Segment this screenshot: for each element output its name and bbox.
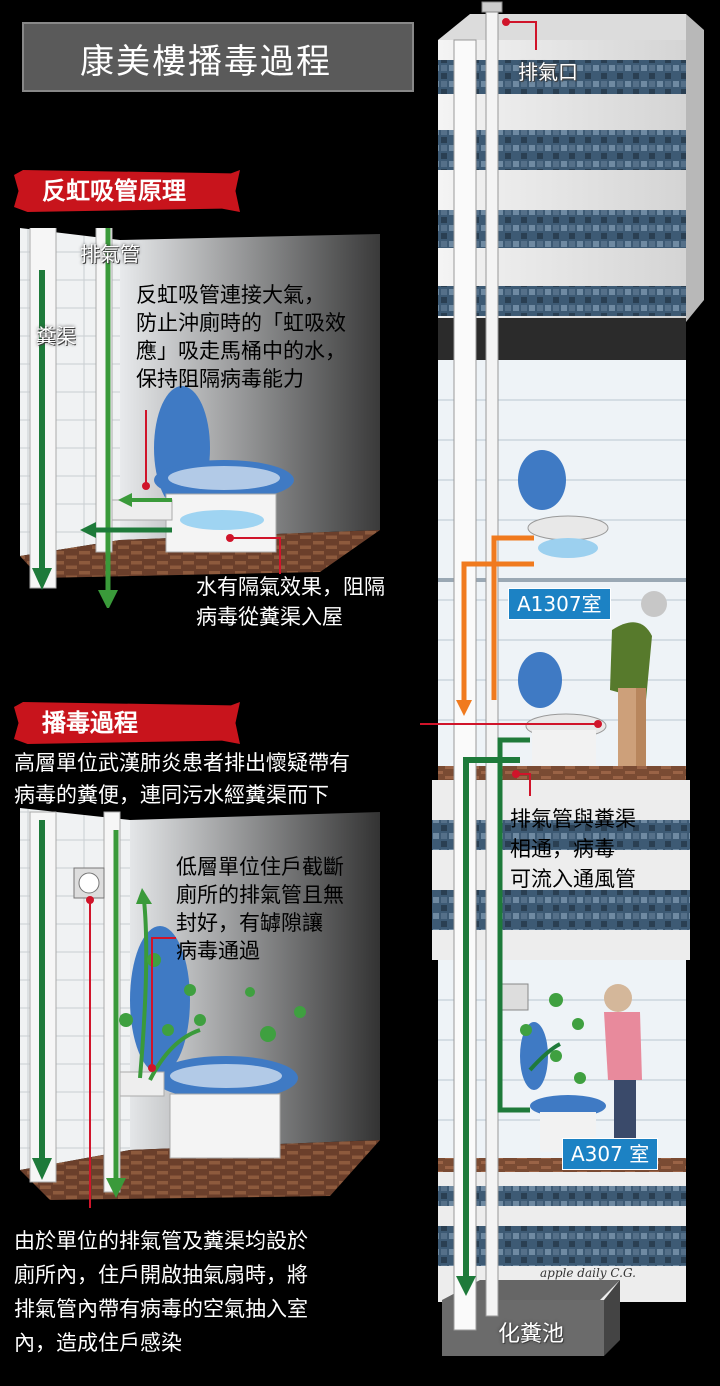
exhaust-outlet-label: 排氣口	[518, 60, 578, 84]
vent-pipe-label: 排氣管	[80, 242, 140, 266]
siphon-caption-3: 應」吸走馬桶中的水，	[136, 339, 346, 363]
infection-caption-2: 廁所內，住戶開啟抽氣扇時，將	[14, 1263, 308, 1287]
siphon-illustration	[20, 228, 380, 608]
gap-caption-2: 廁所的排氣管且無	[176, 883, 344, 907]
signature: apple daily C.G.	[540, 1266, 636, 1280]
spread-illustration	[20, 808, 380, 1208]
siphon-caption-4: 保持阻隔病毒能力	[136, 367, 304, 391]
spread-intro-1: 高層單位武漢肺炎患者排出懷疑帶有	[14, 751, 350, 775]
connection-caption-3: 可流入通風管	[510, 867, 636, 891]
siphon-caption-1: 反虹吸管連接大氣，	[136, 283, 325, 307]
spread-banner: 播毒過程	[14, 702, 240, 744]
building-illustration	[420, 1, 704, 1356]
spread-intro-2: 病毒的糞便，連同污水經糞渠而下	[14, 783, 329, 807]
gap-caption-1: 低層單位住戶截斷	[176, 855, 344, 879]
room-tag-a1307: A1307室	[508, 588, 611, 620]
infection-caption-3: 排氣管內帶有病毒的空氣抽入室	[14, 1297, 308, 1321]
page-title: 康美樓播毒過程	[80, 42, 332, 82]
siphon-banner: 反虹吸管原理	[14, 170, 240, 212]
title-box	[22, 22, 414, 92]
siphon-caption-2: 防止沖廁時的「虹吸效	[136, 311, 346, 335]
drain-label: 糞渠	[36, 324, 76, 348]
connection-caption-1: 排氣管與糞渠	[510, 807, 636, 831]
septic-tank-label: 化糞池	[498, 1322, 565, 1347]
water-caption-2: 病毒從糞渠入屋	[196, 605, 343, 629]
connection-caption-2: 相通，病毒	[510, 837, 615, 861]
infection-caption-1: 由於單位的排氣管及糞渠均設於	[14, 1229, 308, 1253]
gap-caption-4: 病毒通過	[176, 939, 260, 963]
gap-caption-3: 封好，有罅隙讓	[176, 911, 323, 935]
infection-caption-4: 內，造成住戶感染	[14, 1331, 182, 1355]
room-tag-a307: A307 室	[562, 1138, 659, 1170]
water-caption-1: 水有隔氣效果，阻隔	[196, 575, 385, 599]
